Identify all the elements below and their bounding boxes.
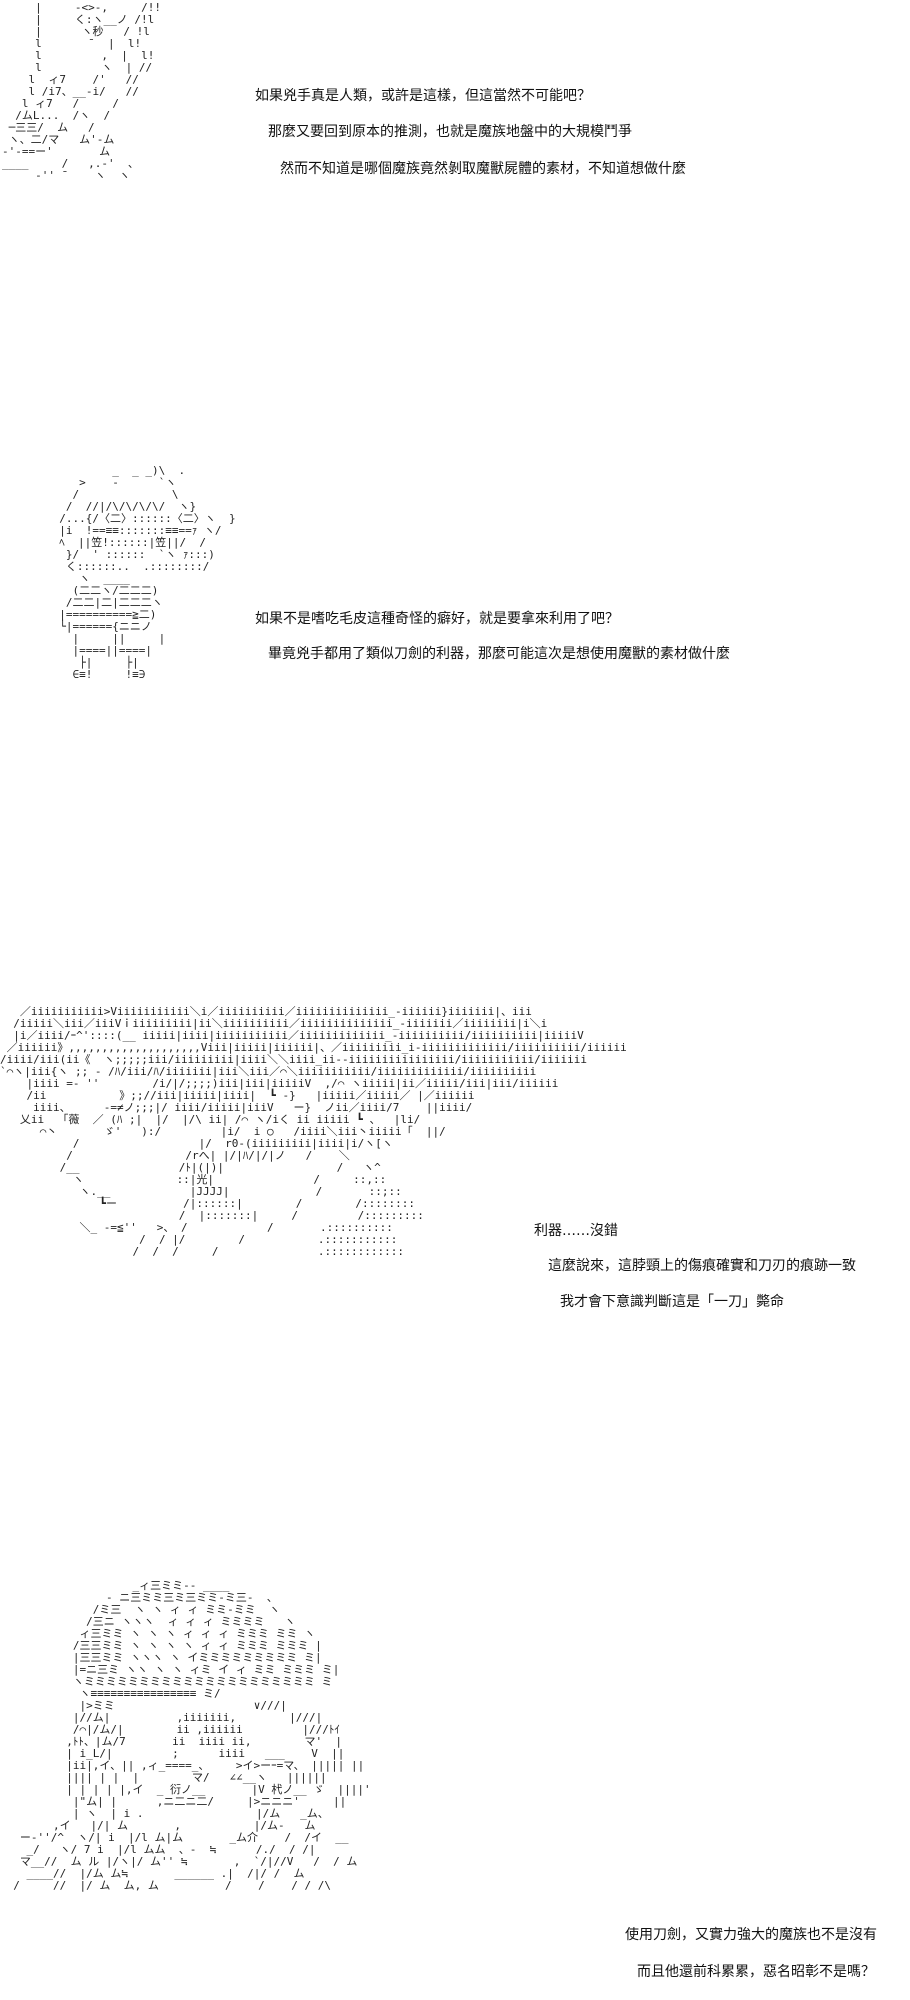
dialogue-line: 使用刀劍，又實力強大的魔族也不是沒有 <box>625 1927 877 1943</box>
panel-4: _ィ三ミミ-- ____ ‐ ニ三ミミ三ミ三ミミ-ミ三- 、 /ミ三 ヽ ヽ ィ… <box>0 1570 910 2000</box>
panel-3: ／iiiiiiiiiii>Viiiiiiiiiii＼i／iiiiiiiiii／i… <box>0 1000 910 1420</box>
panel-1: | ‐<>-, /!! | く:ヽ__ノ /!l | ヽ秒 / !l l ̄ |… <box>0 0 910 300</box>
dialogue-line: 如果兇手真是人類，或許是這樣，但這當然不可能吧？ <box>255 88 591 104</box>
panel-2: _ _ _)\ . > ‐ `ヽ / \ / //|/\/\/\/\/ ヽ} /… <box>0 450 910 850</box>
dialogue-line: 我才會下意識判斷這是「一刀」斃命 <box>560 1294 784 1310</box>
sword-character-art: ／iiiiiiiiiii>Viiiiiiiiiii＼i／iiiiiiiiii／i… <box>0 1005 627 1258</box>
dialogue-line: 如果不是嗜吃毛皮這種奇怪的癖好，就是要拿來利用了吧？ <box>255 611 619 627</box>
chibi-character-art: _ _ _)\ . > ‐ `ヽ / \ / //|/\/\/\/\/ ヽ} /… <box>59 464 236 681</box>
dialogue-line: 畢竟兇手都用了類似刀劍的利器，那麼可能這次是想使用魔獸的素材做什麼 <box>268 646 730 662</box>
glasses-character-art: _ィ三ミミ-- ____ ‐ ニ三ミミ三ミ三ミミ-ミ三- 、 /ミ三 ヽ ヽ ィ… <box>13 1579 371 1892</box>
dialogue-line: 然而不知道是哪個魔族竟然剝取魔獸屍體的素材，不知道想做什麼 <box>280 161 686 177</box>
dialogue-line: 這麼說來，這脖頸上的傷痕確實和刀刃的痕跡一致 <box>548 1258 856 1274</box>
dialogue-line: 而且他還前科累累，惡名昭彰不是嗎？ <box>637 1964 875 1980</box>
dialogue-line: 利器……沒錯 <box>534 1223 618 1239</box>
dialogue-line: 那麼又要回到原本的推測，也就是魔族地盤中的大規模鬥爭 <box>268 124 632 140</box>
hooded-figure-art: | ‐<>-, /!! | く:ヽ__ノ /!l | ヽ秒 / !l l ̄ |… <box>2 1 161 182</box>
